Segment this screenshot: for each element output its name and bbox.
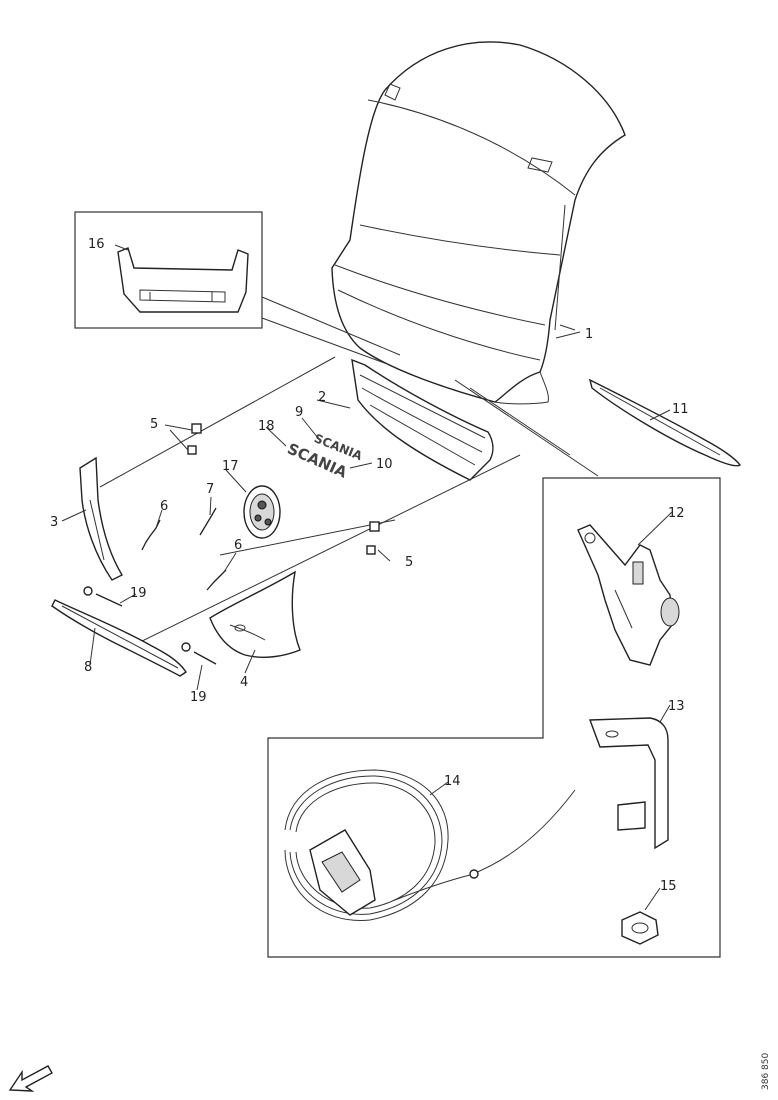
label-part-3: 3 <box>50 515 58 530</box>
label-part-11: 11 <box>672 402 689 417</box>
label-part-18: 18 <box>258 419 275 434</box>
part-4-corner-panel <box>209 570 301 658</box>
part-6-spring-lower <box>206 569 227 591</box>
part-5-clip-upper <box>187 423 202 455</box>
reference-number: 386 850 <box>761 1053 771 1090</box>
part-17-griffin-emblem <box>243 485 281 539</box>
part-12-lock-mechanism <box>577 524 680 666</box>
part-15-nut <box>621 911 659 945</box>
label-part-5-lower: 5 <box>405 555 413 570</box>
part-7-pin <box>199 507 217 536</box>
label-part-6-lower: 6 <box>234 538 242 553</box>
part-14-cable-actuator <box>284 769 576 921</box>
part-1-front-hatch <box>331 41 626 405</box>
label-part-1: 1 <box>585 327 593 342</box>
leader-lines <box>99 296 599 648</box>
label-part-10: 10 <box>376 457 393 472</box>
label-part-15: 15 <box>660 879 677 894</box>
label-part-19-upper: 19 <box>130 586 147 601</box>
callout-leaders <box>61 244 673 911</box>
part-13-handle <box>589 717 669 850</box>
inset-box-16 <box>74 211 263 329</box>
part-number-labels: 1 2 3 4 5 5 6 6 7 8 9 10 11 12 13 14 15 … <box>50 237 689 894</box>
label-part-6-upper: 6 <box>160 499 168 514</box>
part-2-lower-grille <box>351 358 494 481</box>
label-part-16: 16 <box>88 237 105 252</box>
label-part-14: 14 <box>444 774 461 789</box>
label-part-5-upper: 5 <box>150 417 158 432</box>
label-part-9: 9 <box>295 405 303 420</box>
label-part-8: 8 <box>84 660 92 675</box>
label-part-19-lower: 19 <box>190 690 207 705</box>
inset-box-12-15 <box>267 477 721 958</box>
part-3-side-trim <box>79 456 123 581</box>
part-11-trim-strip <box>588 378 742 467</box>
part-5-clip-lower <box>366 521 380 555</box>
label-part-17: 17 <box>222 459 239 474</box>
label-part-12: 12 <box>668 506 685 521</box>
orientation-arrow-icon <box>8 1065 53 1092</box>
label-part-4: 4 <box>240 675 248 690</box>
label-part-13: 13 <box>668 699 685 714</box>
part-19-bolt-upper <box>83 586 123 607</box>
label-part-2: 2 <box>318 390 326 405</box>
label-part-7: 7 <box>206 482 214 497</box>
part-19-bolt-lower <box>181 642 217 665</box>
part-16-bracket <box>117 247 249 313</box>
part-8-lower-strip <box>51 599 187 677</box>
